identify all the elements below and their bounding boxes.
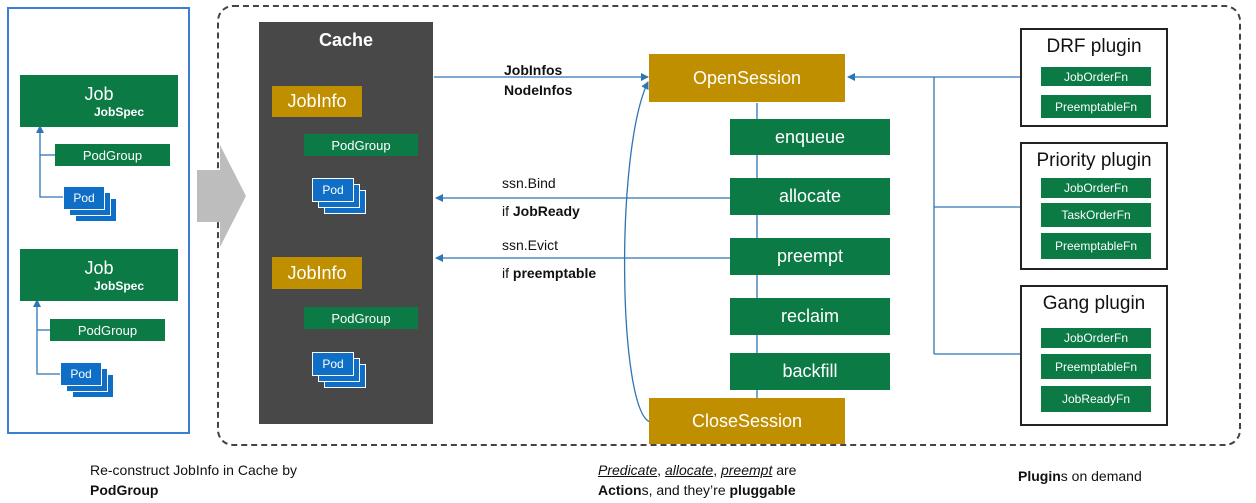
caption-line: Re-construct JobInfo in Cache by: [90, 462, 297, 478]
pod-label: Pod: [63, 186, 105, 210]
scheduler-panel: [217, 5, 1241, 446]
nodeinfos-label: NodeInfos: [504, 82, 573, 98]
caption-text: s on demand: [1060, 468, 1142, 484]
pod-label: Pod: [60, 362, 102, 386]
caption-sep: ,: [657, 462, 665, 478]
plugin-fn: JobReadyFn: [1041, 386, 1151, 412]
right-caption: Plugins on demand: [1018, 468, 1142, 484]
plugin-fn: PreemptableFn: [1041, 354, 1151, 379]
condition-prefix: if: [502, 265, 513, 281]
bind-condition: if JobReady: [502, 203, 580, 219]
open-session-box: OpenSession: [649, 54, 845, 102]
close-to-open-curve: [623, 81, 651, 423]
pod-stack: Pod: [60, 362, 120, 402]
job-box: Job JobSpec: [20, 249, 178, 301]
jobinfo-box: JobInfo: [272, 257, 362, 289]
job-box: Job JobSpec: [20, 75, 178, 127]
pod-to-job-line-1: [36, 125, 63, 198]
condition-prefix: if: [502, 203, 513, 219]
bind-label: ssn.Bind: [502, 175, 556, 191]
left-caption: Re-construct JobInfo in Cache by PodGrou…: [90, 460, 297, 500]
job-label: Job: [84, 83, 114, 104]
caption-emphasis: PodGroup: [90, 482, 159, 498]
caption-emphasis: Plugin: [1018, 468, 1061, 484]
plugin-fn: JobOrderFn: [1041, 67, 1151, 86]
evict-condition: if preemptable: [502, 265, 596, 281]
caption-text: s, and they’re: [641, 482, 730, 498]
pod-stack: Pod: [63, 186, 123, 226]
action-allocate: allocate: [730, 178, 890, 215]
plugin-title: DRF plugin: [1046, 36, 1142, 57]
pod-stack: Pod: [312, 352, 372, 392]
plugin-fn: TaskOrderFn: [1041, 203, 1151, 227]
plugin-fn: PreemptableFn: [1041, 233, 1151, 259]
podgroup-box: PodGroup: [304, 134, 418, 156]
action-reclaim: reclaim: [730, 298, 890, 335]
podgroup-box: PodGroup: [50, 319, 165, 341]
transform-arrow: [197, 145, 246, 247]
plugin-fn: PreemptableFn: [1041, 95, 1151, 118]
plugin-fn: JobOrderFn: [1041, 178, 1151, 198]
condition-keyword: JobReady: [512, 203, 580, 219]
pod-stack: Pod: [312, 178, 372, 218]
jobinfos-label: JobInfos: [504, 62, 563, 78]
podgroup-box: PodGroup: [55, 144, 170, 166]
caption-term: allocate: [664, 462, 714, 478]
action-enqueue: enqueue: [730, 119, 890, 155]
podgroup-box: PodGroup: [304, 307, 418, 329]
plugin-title: Priority plugin: [1036, 150, 1152, 171]
caption-sep: are: [772, 462, 797, 478]
caption-emphasis: pluggable: [729, 482, 796, 498]
jobspec-label: JobSpec: [93, 278, 144, 293]
condition-keyword: preemptable: [512, 265, 597, 281]
job-label: Job: [84, 257, 114, 278]
caption-term: Predicate: [598, 462, 658, 478]
middle-caption: Predicate, allocate, preempt are Actions…: [598, 460, 796, 500]
evict-label: ssn.Evict: [502, 237, 559, 253]
close-session-box: CloseSession: [649, 398, 845, 444]
action-preempt: preempt: [730, 238, 890, 275]
caption-emphasis: Action: [598, 482, 642, 498]
pod-label: Pod: [312, 352, 354, 376]
caption-term: preempt: [720, 462, 773, 478]
jobspec-label: JobSpec: [93, 104, 144, 119]
plugin-title: Gang plugin: [1042, 293, 1146, 314]
cache-title: Cache: [318, 30, 374, 50]
pod-label: Pod: [312, 178, 354, 202]
caption-sep: ,: [713, 462, 721, 478]
action-backfill: backfill: [730, 353, 890, 390]
job-source-panel: [7, 7, 190, 434]
pod-to-job-line-2: [33, 299, 60, 375]
plugin-fn: JobOrderFn: [1041, 328, 1151, 348]
jobinfo-box: JobInfo: [272, 86, 362, 117]
